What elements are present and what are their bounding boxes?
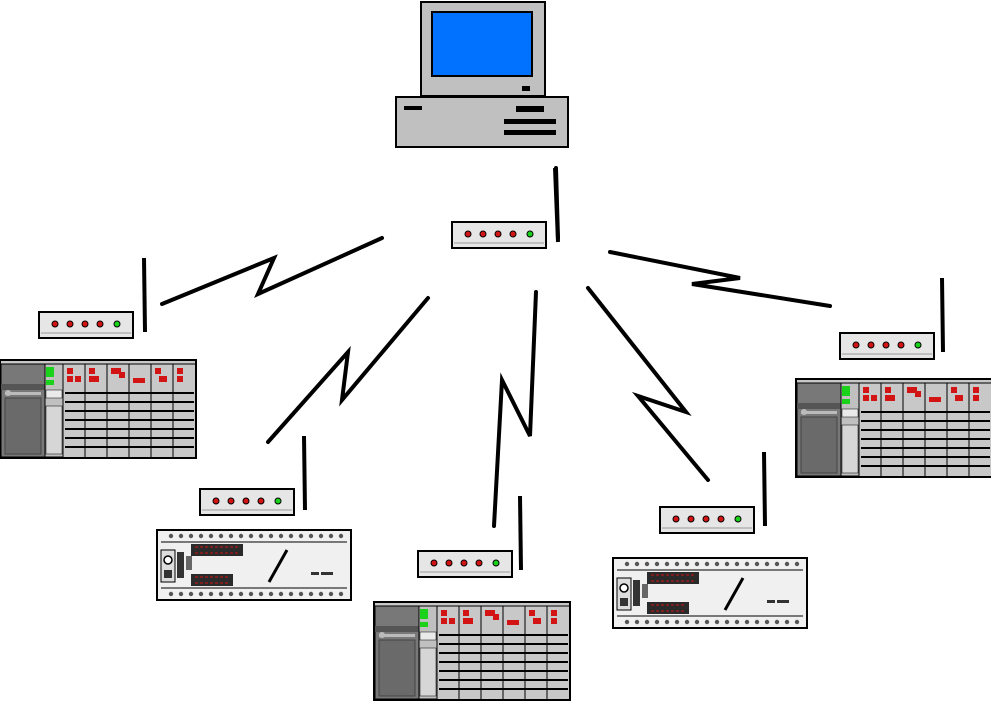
antenna-icon [553,167,560,243]
power-led-icon [522,86,530,91]
wireless-link-plc-compact-right [586,286,710,482]
antenna-icon [518,495,523,571]
host-computer [395,1,569,148]
plc-rack-center [373,495,571,701]
drive-bay-icon [516,106,544,112]
wireless-link-plc-rack-center [492,290,538,528]
drive-slot-icon [404,106,422,110]
wireless-link-plc-rack-left [160,236,384,306]
wireless-link-plc-compact-left [266,296,430,444]
network-links [160,166,832,528]
plc-compact-left [155,435,353,602]
central-radio-modem [451,167,560,249]
antenna-icon [302,435,307,511]
plc-rack-right [795,277,991,478]
drive-bay-icon [504,119,556,124]
drive-bay-icon [504,130,556,135]
radio-modem-right [839,332,935,360]
radio-modem-center [417,550,513,578]
antenna-icon [940,277,945,353]
plc-rack-left [0,257,197,459]
plc-compact-right [611,451,809,630]
wireless-link-plc-rack-right [608,250,832,308]
antenna-icon [762,451,767,527]
computer-screen [431,11,533,77]
antenna-icon [142,257,147,333]
radio-modem-compact-right [659,506,755,534]
radio-modem-left [38,311,134,339]
radio-modem-compact-left [199,488,295,516]
